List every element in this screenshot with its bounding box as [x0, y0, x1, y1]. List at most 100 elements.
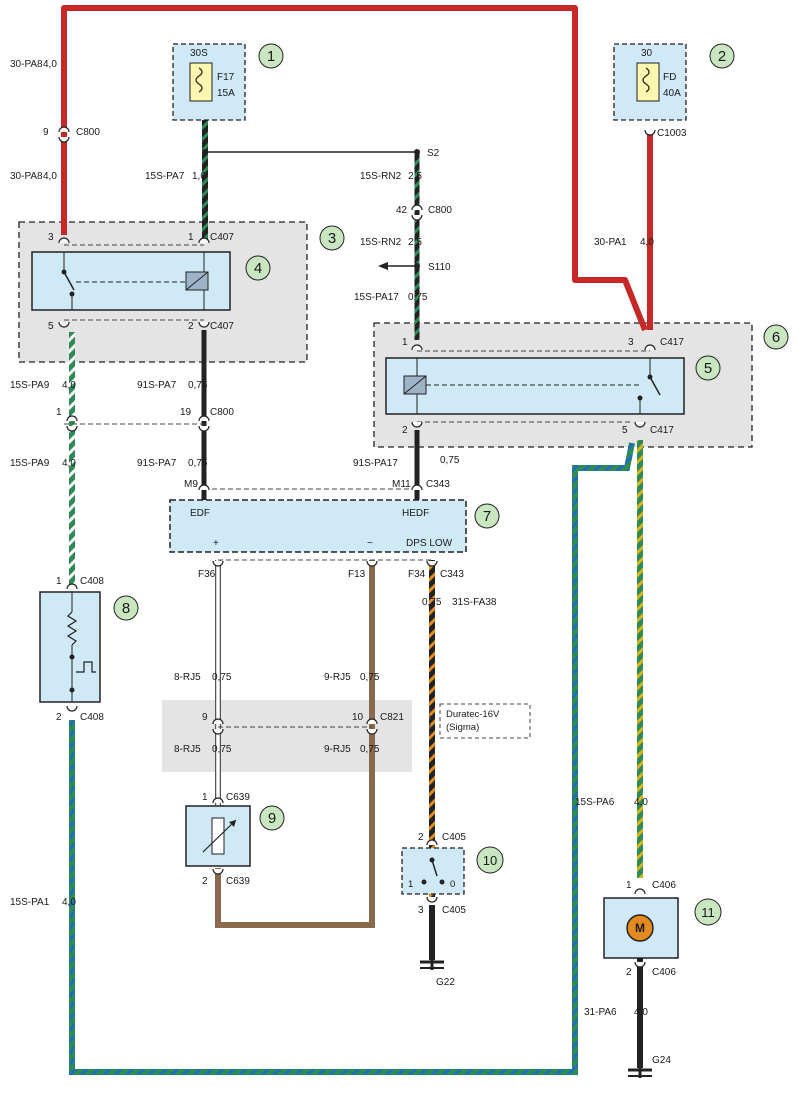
- svg-text:9: 9: [268, 810, 276, 827]
- splice-s110-dot: [414, 263, 420, 269]
- label-c639-2: 2: [202, 876, 208, 887]
- label-f34: F34: [408, 569, 426, 580]
- pin-edf: EDF: [190, 508, 210, 519]
- label-c406-1: 1: [626, 880, 632, 891]
- label-rj5-8a: 8-RJ5: [174, 672, 201, 683]
- label-c800-9-name: C800: [76, 127, 100, 138]
- svg-text:11: 11: [701, 905, 715, 920]
- engine-note-line1: Duratec-16V: [446, 709, 500, 720]
- label-pa6-a: 15S-PA6: [575, 797, 615, 808]
- label-c408-bot: C408: [80, 712, 104, 723]
- badge-5: 5: [695, 355, 721, 381]
- label-g22: G22: [436, 977, 455, 988]
- fuse-f17: 30S F17 15A: [172, 43, 246, 121]
- label-pa1-b-size: 4,0: [62, 897, 76, 908]
- label-c407-top: C407: [210, 232, 234, 243]
- label-pa9-a: 15S-PA9: [10, 380, 50, 391]
- label-pa8-top: 30-PA8: [10, 59, 43, 70]
- motor-label: M: [635, 921, 645, 935]
- label-c800-42: 42: [396, 205, 408, 216]
- label-pa7-a: 91S-PA7: [137, 380, 177, 391]
- label-rj5-9a-size: 0,75: [360, 672, 380, 683]
- label-s110: S110: [428, 262, 451, 273]
- label-c343-top: C343: [426, 479, 450, 490]
- label-c408-1: 1: [56, 576, 62, 587]
- splice-s2b-dot: [414, 149, 420, 155]
- label-c405-2: 2: [418, 832, 424, 843]
- svg-text:10: 10: [483, 853, 497, 868]
- pin-plus: +: [213, 538, 219, 549]
- label-c1003: C1003: [657, 128, 687, 139]
- label-pa9-b-size: 4,0: [62, 458, 76, 469]
- label-c639-bot: C639: [226, 876, 250, 887]
- engine-note-box: [439, 703, 531, 739]
- pin-dps-low: DPS LOW: [406, 538, 453, 549]
- badge-3: 3: [319, 225, 345, 251]
- engine-note-line2: (Sigma): [446, 722, 479, 733]
- label-fa38: 31S-FA38: [452, 597, 497, 608]
- label-c417-pin5: 5: [622, 425, 628, 436]
- pin-hedf: HEDF: [402, 508, 429, 519]
- label-c343-bot: C343: [440, 569, 464, 580]
- wire-label-group: 30-PA8 4,0 9 C800 30-PA8 4,0 15S-PA7 1,0…: [10, 59, 687, 1066]
- label-c639-top: C639: [226, 792, 250, 803]
- fuse-fd-supply: 30: [641, 48, 653, 59]
- label-pa6-a-size: 4,0: [634, 797, 648, 808]
- label-rj5-8b-size: 0,75: [212, 744, 232, 755]
- label-pa7-top: 15S-PA7: [145, 171, 185, 182]
- relay-5: [385, 357, 685, 415]
- label-c821-10: 10: [352, 712, 364, 723]
- switch-pos-0: 0: [450, 879, 455, 890]
- fuse-fd-rating: 40A: [663, 88, 681, 99]
- label-c407-pin5: 5: [48, 321, 54, 332]
- label-pa7-b: 91S-PA7: [137, 458, 177, 469]
- badge-11: 11: [694, 898, 722, 926]
- connector-cups: [58, 126, 656, 968]
- badge-1: 1: [258, 43, 284, 69]
- label-pa9-a-size: 4,0: [62, 380, 76, 391]
- label-pa8-mid-size: 4,0: [43, 171, 57, 182]
- svg-text:7: 7: [483, 508, 491, 525]
- badge-2: 2: [709, 43, 735, 69]
- label-c417-bot: C417: [650, 425, 674, 436]
- splice-s2-dot: [202, 149, 208, 155]
- label-pa17-b: 91S-PA17: [353, 458, 398, 469]
- badge-7: 7: [474, 503, 500, 529]
- svg-text:8: 8: [122, 600, 130, 617]
- label-m9: M9: [184, 479, 198, 490]
- label-pa9-b: 15S-PA9: [10, 458, 50, 469]
- red-wires: [61, 5, 653, 332]
- label-c407-pin1: 1: [188, 232, 194, 243]
- label-pa17-b-size: 0,75: [440, 455, 460, 466]
- fan-motor-11: M: [603, 897, 679, 959]
- label-c406-2: 2: [626, 967, 632, 978]
- badge-6: 6: [763, 324, 789, 350]
- label-c406-top: C406: [652, 880, 676, 891]
- label-s2: S2: [427, 148, 440, 159]
- badge-4: 4: [245, 255, 271, 281]
- svg-text:6: 6: [772, 329, 780, 346]
- label-pa6-b: 31-PA6: [584, 1007, 617, 1018]
- label-c821: C821: [380, 712, 404, 723]
- switch-10: 1 0: [401, 847, 465, 895]
- pin-minus: −: [367, 538, 373, 549]
- label-c406-bot: C406: [652, 967, 676, 978]
- ground-g22-icon: [420, 960, 444, 970]
- sensor-9: [185, 805, 251, 867]
- label-pa8-top-size: 4,0: [43, 59, 57, 70]
- fuse-f17-supply: 30S: [190, 48, 208, 59]
- label-c800-b: C800: [210, 407, 234, 418]
- label-pa1-b: 15S-PA1: [10, 897, 50, 908]
- label-c408-top: C408: [80, 576, 104, 587]
- fuse-fd-name: FD: [663, 72, 676, 83]
- control-module-7: EDF HEDF + − DPS LOW: [169, 499, 467, 553]
- label-c407-bot: C407: [210, 321, 234, 332]
- svg-text:5: 5: [704, 360, 712, 377]
- label-rn2-a: 15S-RN2: [360, 171, 402, 182]
- label-c405-3: 3: [418, 905, 424, 916]
- label-f36: F36: [198, 569, 216, 580]
- label-rn2-b: 15S-RN2: [360, 237, 402, 248]
- label-c821-9: 9: [202, 712, 208, 723]
- label-c417-pin2: 2: [402, 425, 408, 436]
- label-m11: M11: [392, 479, 411, 490]
